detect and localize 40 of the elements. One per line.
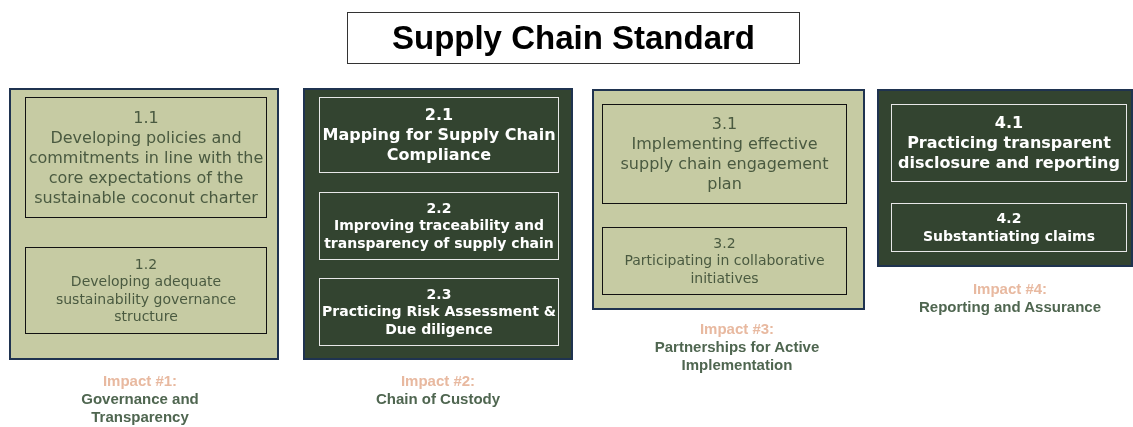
impact-label: Impact #2: bbox=[399, 372, 477, 390]
standard-box bbox=[602, 227, 847, 295]
standard-box bbox=[891, 203, 1127, 252]
impact-title: Governance and Transparency bbox=[80, 390, 200, 426]
panel-box bbox=[9, 88, 279, 360]
title-box: Supply Chain Standard bbox=[347, 12, 800, 64]
section-number: 4.1 bbox=[994, 113, 1024, 133]
section-number: 2.2 bbox=[426, 199, 452, 218]
impact-label: Impact #4: bbox=[971, 280, 1049, 298]
section-number: 1.2 bbox=[134, 255, 158, 273]
section-number: 3.1 bbox=[711, 114, 738, 134]
section-text: Mapping for Supply Chain Compliance bbox=[321, 125, 557, 165]
section-text: Practicing Risk Assessment & Due diligence bbox=[321, 303, 557, 339]
standard-box bbox=[319, 97, 559, 173]
standard-box bbox=[25, 97, 267, 218]
section-number: 2.3 bbox=[426, 285, 452, 304]
section-text: Practicing transparent disclosure and reporting bbox=[897, 133, 1121, 173]
section-number: 4.2 bbox=[996, 210, 1022, 228]
section-text: Implementing effective supply chain engagement plan bbox=[619, 134, 830, 194]
impact-title: Chain of Custody bbox=[374, 390, 502, 408]
impact-label: Impact #3: bbox=[698, 320, 776, 338]
panel-box bbox=[592, 89, 865, 310]
section-text: Participating in collaborative initiatives bbox=[623, 252, 826, 288]
section-number: 3.2 bbox=[713, 234, 736, 253]
standard-box bbox=[25, 247, 267, 334]
section-number: 1.1 bbox=[133, 107, 159, 128]
impact-label: Impact #1: bbox=[101, 372, 179, 390]
panel-box bbox=[303, 88, 573, 360]
section-text: Developing adequate sustainability governance structure bbox=[54, 273, 238, 326]
impact-title: Reporting and Assurance bbox=[918, 298, 1102, 316]
standard-box bbox=[602, 104, 847, 204]
impact-title: Partnerships for Active Implementation bbox=[653, 338, 821, 374]
section-text: Substantiating claims bbox=[922, 227, 1096, 245]
standard-box bbox=[891, 104, 1127, 182]
section-text: Developing policies and commitments in line with the core expectations of the sustainable coconut charter bbox=[27, 127, 265, 208]
standard-box bbox=[319, 278, 559, 346]
section-number: 2.1 bbox=[424, 105, 454, 125]
standard-box bbox=[319, 192, 559, 260]
section-text: Improving traceability and transparency of supply chain bbox=[323, 217, 555, 253]
panel-box bbox=[877, 89, 1133, 267]
